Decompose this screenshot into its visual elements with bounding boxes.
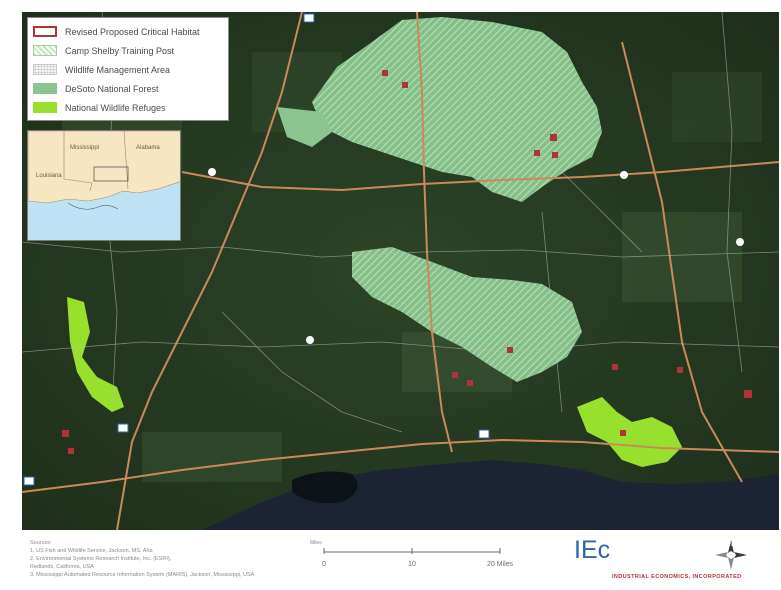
desoto-forest-south [352,247,582,382]
legend-label: Revised Proposed Critical Habitat [65,26,200,37]
legend-item-wildlife-refuges: National Wildlife Refuges [33,98,223,117]
legend-item-camp-shelby: Camp Shelby Training Post [33,41,223,60]
scale-bar-svg: 0 10 20 Miles Miles [310,540,514,568]
inset-svg [28,131,180,240]
legend-label: Camp Shelby Training Post [65,45,175,56]
source-line: Redlands, California, USA [30,564,94,570]
desoto-forest-swatch [33,83,57,94]
map-sources: Sources: 1. US Fish and Wildlife Service… [30,539,330,579]
scale-tick-0: 0 [322,561,326,568]
inset-state-label: Alabama [136,145,160,151]
legend-label: Wildlife Management Area [65,64,171,75]
source-line: 3. Mississippi Automated Resource Inform… [30,572,255,578]
iec-logo: IEc [574,536,611,564]
refuge-west [67,297,124,412]
desoto-forest-west [277,107,332,147]
desoto-forest-north [312,17,602,202]
camp-shelby-swatch [33,45,57,56]
bay-water [292,471,358,504]
refuge-east [577,397,682,467]
legend-item-desoto-forest: DeSoto National Forest [33,79,223,98]
road-shields [23,13,744,486]
scale-tick-20: 20 Miles [487,561,514,568]
north-label: N [729,542,733,548]
legend-item-wildlife-area: Wildlife Management Area [33,60,223,79]
company-name: INDUSTRIAL ECONOMICS, INCORPORATED [612,574,742,580]
critical-habitat-swatch [33,26,57,37]
wildlife-area-swatch [33,64,57,75]
north-arrow-icon: N [713,538,749,572]
sources-heading: Sources: [30,540,52,546]
scale-tick-10: 10 [408,561,416,568]
scale-bar: 0 10 20 Miles Miles [300,540,550,580]
wildlife-refuges-swatch [33,102,57,113]
critical-habitat-units [62,70,752,454]
source-line: 1. US Fish and Wildlife Service, Jackson… [30,548,153,554]
map-legend: Revised Proposed Critical Habitat Camp S… [27,17,229,121]
locator-inset-map: Mississippi Alabama Louisiana [27,130,181,241]
map-canvas[interactable] [22,12,779,530]
major-roads [22,12,779,530]
source-line: 2. Environmental Systems Research Instit… [30,556,172,562]
legend-label: National Wildlife Refuges [65,102,166,113]
legend-item-critical-habitat: Revised Proposed Critical Habitat [33,22,223,41]
scale-unit-label: Miles [310,540,322,546]
inset-state-label: Louisiana [36,173,62,179]
inset-state-label: Mississippi [70,145,100,151]
legend-label: DeSoto National Forest [65,83,159,94]
